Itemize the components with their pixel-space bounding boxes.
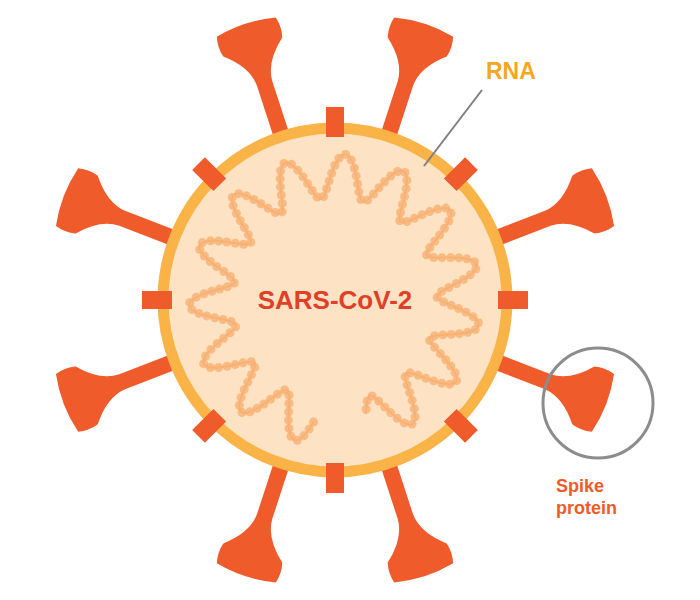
rna-bead [401, 168, 410, 177]
rna-backbone [189, 154, 479, 440]
rna-bead [438, 253, 447, 262]
rna-bead [245, 407, 254, 416]
rna-bead [214, 363, 223, 372]
rna-bead [438, 330, 447, 339]
virus-body: SARS-CoV-2 [165, 130, 505, 470]
rna-bead [347, 156, 356, 165]
virus-envelope [163, 128, 507, 472]
membrane-protein [498, 291, 528, 309]
rna-bead [447, 330, 456, 339]
rna-bead [462, 254, 471, 263]
rna-bead [206, 236, 215, 245]
rna-bead [278, 199, 287, 208]
rna-bead [227, 317, 236, 326]
rna-bead [463, 328, 472, 337]
rna-bead [429, 376, 438, 385]
membrane-protein [326, 463, 344, 493]
rna-leader-line [424, 90, 482, 166]
rna-bead [402, 176, 411, 185]
rna-bead [402, 184, 411, 193]
rna-bead [276, 182, 285, 191]
rna-bead [414, 371, 423, 380]
rna-bead [247, 357, 256, 366]
virus-name: SARS-CoV-2 [258, 285, 413, 316]
rna-bead [285, 399, 294, 408]
rna-bead [408, 419, 417, 428]
rna-bead [222, 237, 231, 246]
rna-bead [401, 372, 410, 381]
membrane-protein [192, 157, 226, 191]
rna-bead [437, 379, 446, 388]
rna-bead [198, 238, 207, 247]
rna-bead [451, 368, 460, 377]
rna-bead [352, 171, 361, 180]
rna-bead [214, 237, 223, 246]
rna-bead [276, 174, 285, 183]
rna-bead [202, 311, 211, 320]
spike-proteins [52, 14, 618, 587]
rna-bead [229, 201, 238, 210]
rna-bead [353, 179, 362, 188]
rna-bead [446, 253, 455, 262]
rna-bead [421, 374, 430, 383]
rna-bead [215, 285, 224, 294]
rna-bead [410, 214, 419, 223]
rna-bead [237, 393, 246, 402]
rna-bead [319, 192, 328, 201]
rna-bead [219, 315, 228, 324]
rna-bead [192, 293, 201, 302]
rna-bead [231, 360, 240, 369]
rna-label: RNA [486, 58, 576, 86]
rna-bead [396, 208, 405, 217]
membrane-protein [192, 409, 226, 443]
rna-bead [207, 287, 216, 296]
rna-bead [284, 407, 293, 416]
rna-bead [200, 289, 209, 298]
rna-bead [286, 432, 295, 441]
rna-bead [350, 164, 359, 173]
rna-bead [452, 279, 461, 288]
membrane-protein [326, 107, 344, 137]
highlight-circle [543, 348, 653, 458]
rna-bead [408, 396, 417, 405]
rna-bead [354, 187, 363, 196]
rna-strand [185, 150, 483, 445]
rna-bead [284, 424, 293, 433]
rna-bead [363, 396, 372, 405]
rna-bead [238, 358, 247, 367]
spike-label: Spike protein [556, 476, 656, 519]
rna-bead [398, 200, 407, 209]
rna-bead [232, 209, 241, 218]
rna-bead [234, 189, 243, 198]
rna-bead [362, 405, 371, 414]
rna-bead [231, 239, 240, 248]
rna-bead [447, 209, 456, 218]
rna-bead [278, 207, 287, 216]
rna-bead [277, 190, 286, 199]
rna-bead [454, 253, 463, 262]
membrane-protein [444, 157, 478, 191]
membrane-proteins [142, 107, 528, 493]
rna-bead [199, 359, 208, 368]
rna-bead [400, 192, 409, 201]
rna-bead [223, 362, 232, 371]
rna-bead [403, 380, 412, 389]
rna-bead [210, 313, 219, 322]
rna-bead [235, 401, 244, 410]
rna-bead [410, 404, 419, 413]
rna-bead [405, 388, 414, 397]
membrane-protein [444, 409, 478, 443]
rna-bead [445, 380, 454, 389]
rna-bead [425, 207, 434, 216]
rna-bead [284, 416, 293, 425]
rna-bead [429, 253, 438, 262]
rna-bead [455, 329, 464, 338]
rna-bead [322, 184, 331, 193]
rna-bead [327, 169, 336, 178]
rna-bead [433, 205, 442, 214]
membrane-protein [142, 291, 172, 309]
rna-bead [325, 176, 334, 185]
